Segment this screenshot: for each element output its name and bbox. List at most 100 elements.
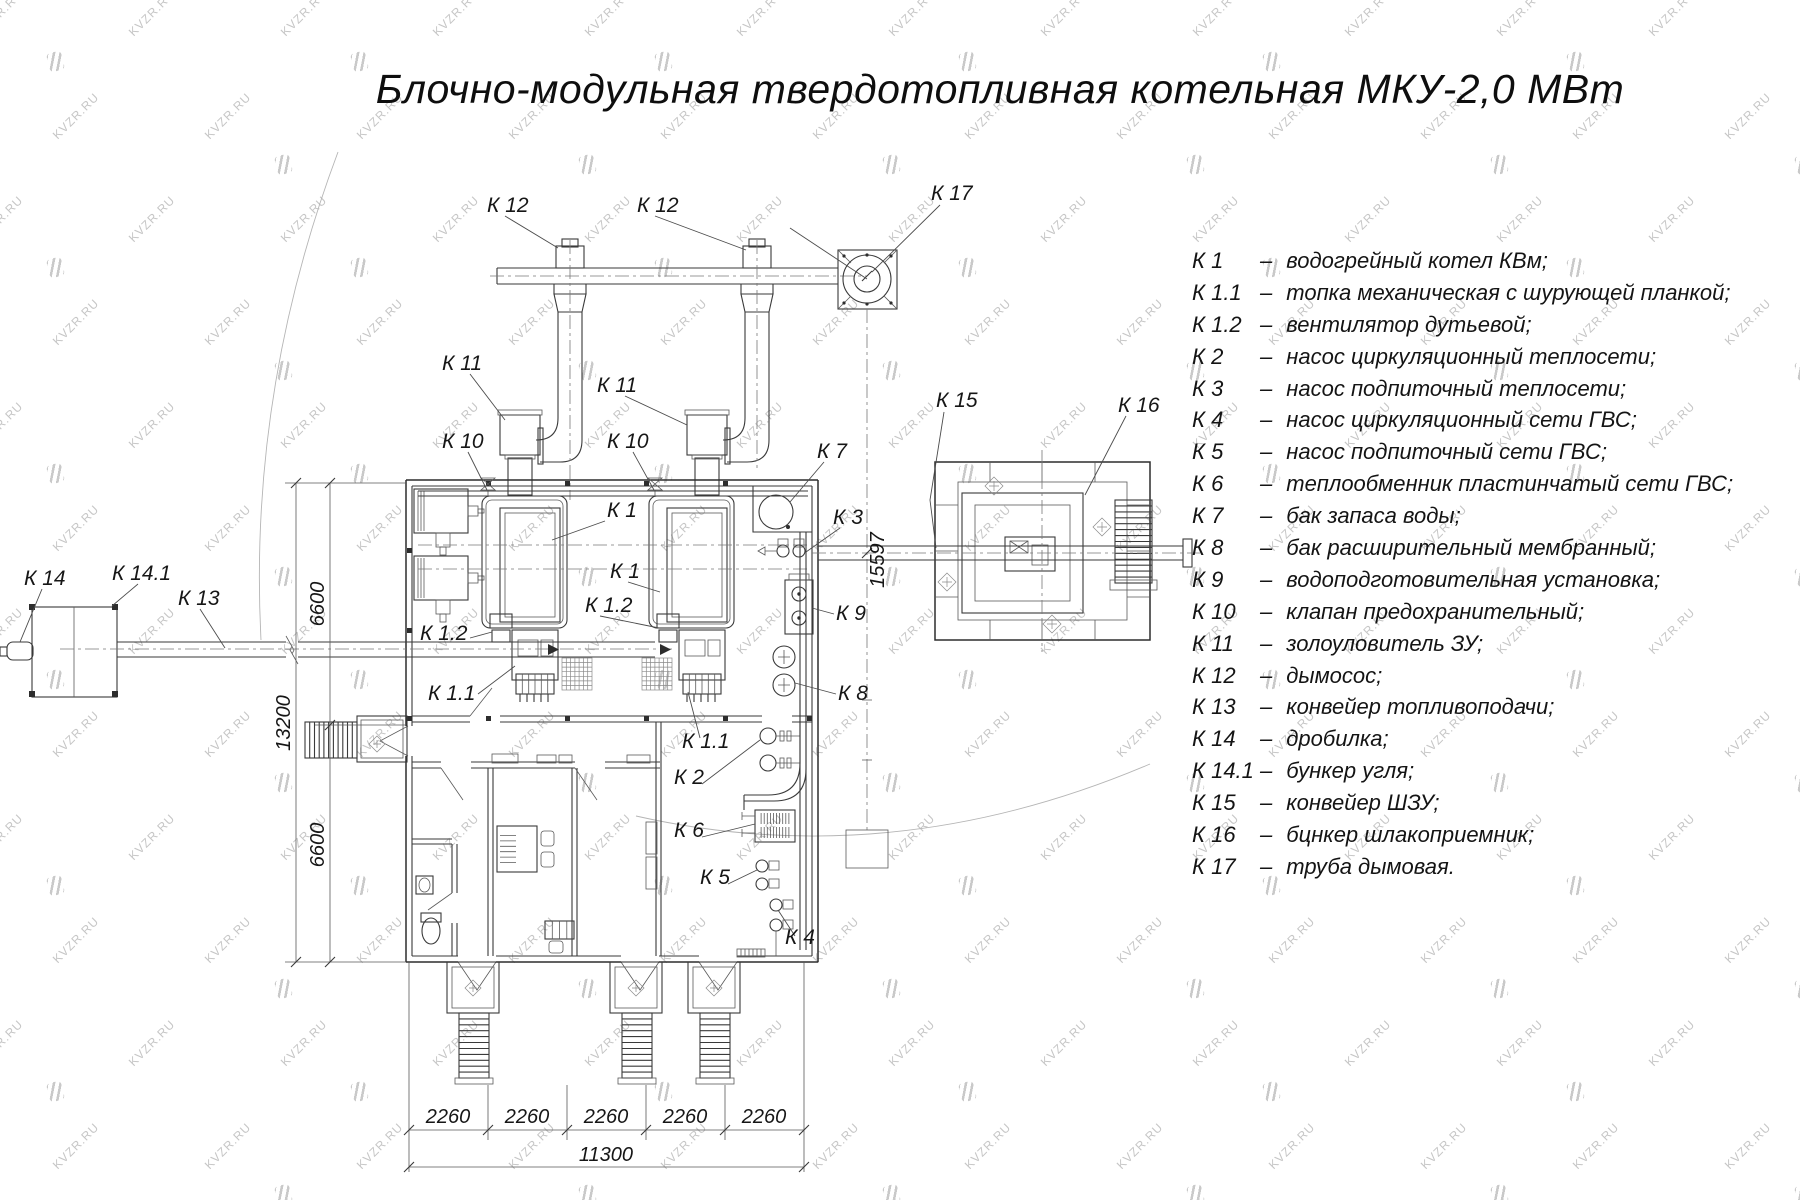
pumps-k2 — [759, 727, 800, 772]
callout-k10-2: К 10 — [607, 430, 649, 453]
boiler-k1-1 — [479, 477, 593, 702]
callout-k15: К 15 — [936, 389, 978, 412]
legend-text: вентилятор дутьевой; — [1286, 311, 1532, 337]
chimney-foundation — [845, 829, 889, 869]
ash-catcher-k11-2 — [684, 409, 730, 456]
legend-item: К 5–насос подпиточный сети ГВС; — [1192, 439, 1607, 465]
coal-bunker-k14-1 — [29, 604, 118, 698]
legend: К 1–водогрейный котел КВм; К 1.1–топка м… — [1192, 248, 1733, 886]
legend-text: конвейер топливоподачи; — [1286, 694, 1555, 720]
sink — [415, 875, 434, 895]
legend-key: К 2 — [1192, 343, 1224, 369]
legend-key: К 17 — [1192, 853, 1236, 879]
dim-left-upper: 6600 — [307, 582, 329, 627]
chimney-k17 — [837, 249, 898, 869]
furnace-k1-1-1 — [511, 629, 559, 702]
legend-item: К 13–конвейер топливоподачи; — [1192, 694, 1555, 720]
legend-text: бцнкер шлакоприемник; — [1286, 822, 1535, 848]
legend-text: бункер угля; — [1286, 758, 1415, 784]
boiler-k1-2 — [641, 477, 735, 702]
legend-key: К 11 — [1192, 630, 1234, 656]
pumps-k5 — [755, 859, 780, 891]
callout-k4: К 4 — [785, 926, 815, 949]
legend-item: К 7–бак запаса воды; — [1192, 503, 1461, 529]
legend-item: К 14.1–бункер угля; — [1192, 758, 1415, 784]
construction-arcs — [258, 151, 1151, 837]
legend-key: К 9 — [1192, 566, 1224, 592]
flue-duct-system — [490, 238, 867, 500]
toilet — [420, 912, 442, 945]
drawing-title: Блочно-модульная твердотопливная котельн… — [375, 66, 1625, 112]
callout-k11-1: К 11 — [442, 352, 482, 375]
dim-bottom-total: 11300 — [579, 1144, 633, 1166]
dim-left-total: 13200 — [273, 695, 295, 751]
legend-key: К 14 — [1192, 726, 1236, 752]
dimensions: 6600 6600 13200 2260 2260 2260 2260 2260… — [273, 270, 889, 1173]
leader-lines — [19, 204, 1127, 937]
callout-labels: К 12 К 12 К 17 К 11 К 11 К 10 К 10 К 7 К… — [24, 182, 1160, 949]
callout-k1p2-b: К 1.2 — [585, 594, 633, 617]
callout-k11-2: К 11 — [597, 374, 637, 397]
legend-item: К 4–насос циркуляционный сети ГВС; — [1192, 407, 1637, 433]
legend-text: конвейер ШЗУ; — [1286, 790, 1440, 816]
dim-bottom-seg: 2260 — [504, 1106, 550, 1128]
legend-key: К 1.2 — [1192, 311, 1242, 337]
equipment-bay — [736, 532, 814, 958]
callout-k12-2: К 12 — [637, 194, 679, 217]
legend-key: К 1 — [1192, 248, 1224, 273]
legend-text: труба дымовая. — [1286, 853, 1455, 879]
dim-bottom-seg: 2260 — [741, 1106, 787, 1128]
legend-item: К 15–конвейер ШЗУ; — [1192, 790, 1440, 816]
entrance-porches — [304, 715, 741, 1085]
legend-text: насос циркуляционный сети ГВС; — [1286, 407, 1637, 433]
legend-item: К 2–насос циркуляционный теплосети; — [1192, 343, 1657, 369]
callout-k17: К 17 — [931, 182, 974, 205]
legend-item: К 8–бак расширительный мембранный; — [1192, 535, 1656, 561]
legend-text: насос подпиточный теплосети; — [1286, 375, 1627, 401]
callout-k1-1: К 1 — [607, 499, 637, 522]
callout-k12-1: К 12 — [487, 194, 529, 217]
legend-text: дробилка; — [1286, 726, 1389, 752]
dim-left-lower: 6600 — [307, 823, 329, 868]
callout-k2: К 2 — [674, 766, 704, 789]
legend-text: бак расширительный мембранный; — [1286, 535, 1656, 561]
boiler-house-building — [379, 479, 819, 991]
legend-text: бак запаса воды; — [1286, 503, 1461, 529]
expansion-tanks-k8 — [772, 645, 796, 697]
dim-bottom-seg: 2260 — [583, 1106, 629, 1128]
legend-item: К 1.1–топка механическая с шурующей план… — [1192, 279, 1731, 305]
water-tank-k7 — [752, 486, 812, 533]
bunker-stairs — [1109, 499, 1158, 591]
dim-conveyor: 15597 — [867, 531, 889, 587]
legend-item: К 6–теплообменник пластинчатый сети ГВС; — [1192, 471, 1734, 497]
legend-text: насос циркуляционный теплосети; — [1286, 343, 1657, 369]
legend-item: К 14–дробилка; — [1192, 726, 1389, 752]
legend-text: золоуловитель ЗУ; — [1286, 630, 1484, 656]
heat-exchanger-k6 — [741, 809, 796, 843]
fuel-supply — [0, 604, 672, 698]
crusher-k14 — [0, 641, 34, 661]
callout-k1p1-a: К 1.1 — [428, 682, 475, 705]
dim-bottom-seg: 2260 — [425, 1106, 471, 1128]
callout-k16: К 16 — [1118, 394, 1160, 417]
callout-k13: К 13 — [178, 587, 220, 610]
legend-item: К 3–насос подпиточный теплосети; — [1192, 375, 1627, 401]
legend-item: К 17–труба дымовая. — [1192, 853, 1455, 879]
callout-k8: К 8 — [838, 682, 868, 705]
callout-k14p1: К 14.1 — [112, 562, 171, 585]
callout-k9: К 9 — [836, 602, 866, 625]
callout-k6: К 6 — [674, 819, 704, 842]
fan-k1-2-2 — [656, 613, 680, 643]
legend-item: К 11–золоуловитель ЗУ; — [1192, 630, 1484, 656]
legend-text: насос подпиточный сети ГВС; — [1286, 439, 1607, 465]
legend-item: К 1–водогрейный котел КВм; — [1192, 248, 1548, 273]
legend-text: теплообменник пластинчатый сети ГВС; — [1286, 471, 1734, 497]
callout-k5: К 5 — [700, 866, 730, 889]
legend-item: К 10–клапан предохранительный; — [1192, 598, 1585, 624]
legend-key: К 15 — [1192, 790, 1236, 816]
legend-key: К 4 — [1192, 407, 1224, 433]
callout-k1p2-a: К 1.2 — [420, 622, 468, 645]
water-treatment-k9 — [784, 573, 814, 635]
legend-key: К 16 — [1192, 822, 1236, 848]
